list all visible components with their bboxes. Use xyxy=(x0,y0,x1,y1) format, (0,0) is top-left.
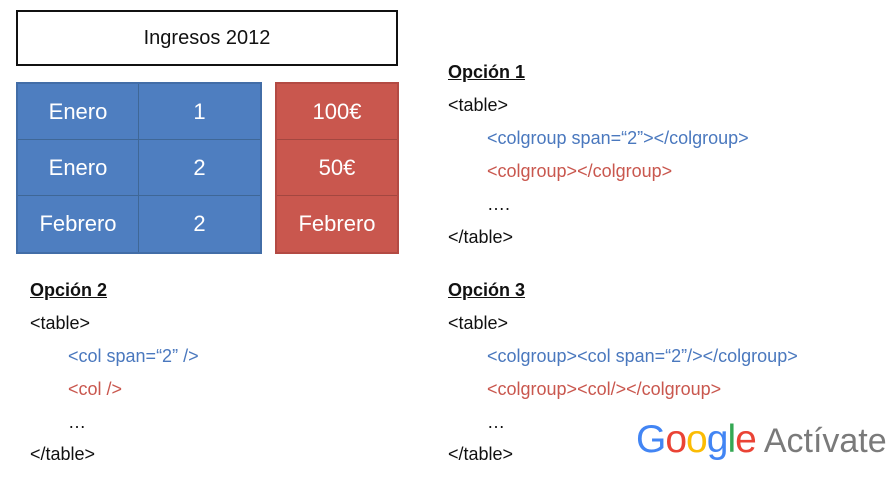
option-1-line-5: </table> xyxy=(448,227,514,247)
option-1-line-2: <colgroup span=“2”></colgroup> xyxy=(487,128,749,148)
option-2-line-4: … xyxy=(68,412,86,432)
blue-table-cell: 2 xyxy=(139,140,260,196)
red-table-cell: 50€ xyxy=(277,140,397,196)
option-1-title: Opción 1 xyxy=(448,62,526,82)
option-3-line-5: </table> xyxy=(448,444,514,464)
google-letter: l xyxy=(727,418,736,461)
income-title: Ingresos 2012 xyxy=(143,26,271,49)
blue-table-cell: Enero xyxy=(18,140,139,196)
red-table-grid: 100€ 50€ Febrero xyxy=(277,84,397,252)
google-letter: o xyxy=(686,418,708,461)
blue-table: Enero 1 Enero 2 Febrero 2 xyxy=(16,82,262,254)
red-table: 100€ 50€ Febrero xyxy=(275,82,399,254)
option-3-line-4: … xyxy=(487,412,505,432)
option-2-line-2: <col span=“2” /> xyxy=(68,346,199,366)
red-table-cell: 100€ xyxy=(277,84,397,140)
red-table-cell: Febrero xyxy=(298,211,376,236)
income-title-box: Ingresos 2012 xyxy=(16,10,398,66)
option-2-title: Opción 2 xyxy=(30,280,108,300)
google-activate-logo: Google Actívate xyxy=(636,418,887,464)
google-letter: G xyxy=(636,418,666,461)
option-3-line-3: <colgroup><col/></colgroup> xyxy=(487,379,722,399)
option-2-line-1: <table> xyxy=(30,313,91,333)
google-letter: o xyxy=(665,418,687,461)
blue-table-cell: Febrero xyxy=(18,196,139,252)
blue-table-grid: Enero 1 Enero 2 Febrero 2 xyxy=(18,84,260,252)
option-3-line-2: <colgroup><col span=“2”/></colgroup> xyxy=(487,346,798,366)
option-1-line-1: <table> xyxy=(448,95,509,115)
activate-wordmark: Actívate xyxy=(763,422,887,460)
option-3-title: Opción 3 xyxy=(448,280,526,300)
option-1-line-4: …. xyxy=(487,194,511,214)
google-wordmark: Google xyxy=(636,418,757,461)
option-2-line-5: </table> xyxy=(30,444,96,464)
option-3-line-1: <table> xyxy=(448,313,509,333)
option-1-line-3: <colgroup></colgroup> xyxy=(487,161,673,181)
blue-table-cell: Enero xyxy=(18,84,139,140)
option-2-line-3: <col /> xyxy=(68,379,123,399)
blue-table-cell: 2 xyxy=(193,211,206,236)
google-letter: g xyxy=(706,418,729,461)
blue-table-cell: 1 xyxy=(139,84,260,140)
google-letter: e xyxy=(735,418,757,461)
